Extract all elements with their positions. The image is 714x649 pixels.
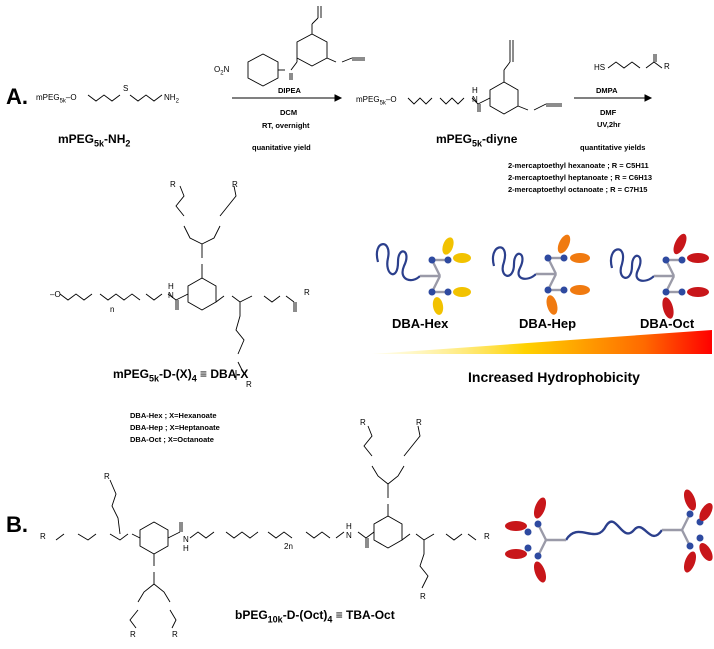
tba-r-top-left: R (104, 472, 110, 481)
dba-r-top-left: R (170, 180, 176, 189)
start-chain-s: S (123, 84, 129, 93)
thiol-r-label: R (664, 62, 670, 71)
def-oct: DBA-Oct ; X=Octanoate (130, 435, 214, 444)
dba-x-structure (59, 185, 297, 380)
diyne-name: mPEG5k-diyne (436, 132, 517, 148)
tba-oct-cartoon (505, 489, 713, 583)
tba-eq: ≡ TBA-Oct (332, 608, 395, 622)
dba-oct-label: DBA-Oct (640, 316, 695, 331)
condition-2a: DMF (600, 108, 617, 117)
dba-x-eq: ≡ DBA-X (196, 367, 249, 381)
dba-x-sub2: 4 (191, 373, 197, 384)
thiol-hs-label: HS (594, 63, 606, 72)
diyne-name-tail: -diyne (482, 132, 518, 146)
def-hex: DBA-Hex ; X=Hexanoate (130, 411, 217, 420)
dba-hep-cartoon (491, 234, 590, 315)
diyne-name-main: mPEG (436, 132, 473, 146)
dba-hex-label: DBA-Hex (392, 316, 449, 331)
dba-x-sub: 5k (149, 373, 160, 384)
dba-oct-cartoon (609, 233, 709, 319)
tba-oct-structure (55, 425, 477, 629)
condition-1c: quanitative yield (252, 143, 311, 152)
panel-b-label: B. (6, 512, 28, 537)
hydrophobicity-label: Increased Hydrophobicity (468, 369, 640, 385)
dba-x-main: mPEG (113, 367, 150, 381)
tba-r-right: R (484, 532, 490, 541)
tba-r-bot-left-1: R (130, 630, 136, 639)
condition-1a: DCM (280, 108, 298, 117)
tba-r-bot-left-2: R (172, 630, 178, 639)
reaction-arrow-2 (574, 94, 653, 102)
start-name-tail: -NH (104, 132, 126, 146)
start-chain-nh2: NH2 (164, 93, 179, 105)
dba-hex-cartoon (375, 237, 471, 315)
diyne-name-sub: 5k (472, 138, 483, 149)
dba-chain-n: n (110, 305, 115, 314)
thiol-list: 2-mercaptoethyl hexanoate ; R = C5H11 2-… (508, 160, 652, 196)
start-name-sub: 5k (94, 138, 105, 149)
tba-tail: -D-(Oct) (282, 608, 328, 622)
start-name-sub2: 2 (125, 138, 131, 149)
dba-definitions: DBA-Hex ; X=Hexanoate DBA-Hep ; X=Heptan… (130, 410, 220, 446)
start-chain-bonds (87, 94, 163, 102)
thiol-item-hep: 2-mercaptoethyl heptanoate ; R = C6H13 (508, 173, 653, 182)
dba-hep-label: DBA-Hep (519, 316, 577, 331)
start-material-name: mPEG5k-NH2 (58, 132, 130, 148)
nitro-label: O2N (214, 65, 230, 77)
start-name-main: mPEG (58, 132, 95, 146)
reaction-arrow-1 (232, 94, 343, 102)
dba-chain-left: –O (50, 290, 61, 299)
start-chain-label: mPEG5k–O (36, 93, 77, 105)
diyne-chain-label: mPEG5k–O (356, 95, 397, 107)
tba-r-bottom: R (420, 592, 426, 601)
thiol-item-oct: 2-mercaptoethyl octanoate ; R = C7H15 (508, 185, 648, 194)
tba-r-left: R (40, 532, 46, 541)
tba-2n: 2n (284, 542, 293, 551)
tba-sub: 10k (267, 614, 283, 625)
thiol-item-hex: 2-mercaptoethyl hexanoate ; R = C5H11 (508, 161, 649, 170)
thiol-reagent-structure (607, 54, 663, 69)
tba-r-top-right-1: R (360, 418, 366, 427)
tba-main: bPEG (235, 608, 268, 622)
condition-2c: quantitative yields (580, 143, 646, 152)
activated-ester-structure (247, 6, 365, 87)
reagent-2-label: DMPA (596, 86, 618, 95)
condition-2b: UV,2hr (597, 120, 621, 129)
def-hep: DBA-Hep ; X=Heptanoate (130, 423, 220, 432)
dba-x-tail: -D-(X) (159, 367, 192, 381)
tba-oct-name: bPEG10k-D-(Oct)4 ≡ TBA-Oct (235, 608, 395, 624)
tba-r-top-right-2: R (416, 418, 422, 427)
hydrophobicity-gradient-bar (372, 330, 712, 354)
diyne-structure (407, 40, 562, 115)
tba-sub2: 4 (327, 614, 333, 625)
panel-a-label: A. (6, 84, 28, 109)
dba-r-top-right: R (232, 180, 238, 189)
condition-1b: RT, overnight (262, 121, 310, 130)
reagent-1-label: DIPEA (278, 86, 301, 95)
dba-r-right: R (304, 288, 310, 297)
dba-x-name: mPEG5k-D-(X)4 ≡ DBA-X (113, 367, 248, 383)
dba-r-bottom: R (246, 380, 252, 389)
